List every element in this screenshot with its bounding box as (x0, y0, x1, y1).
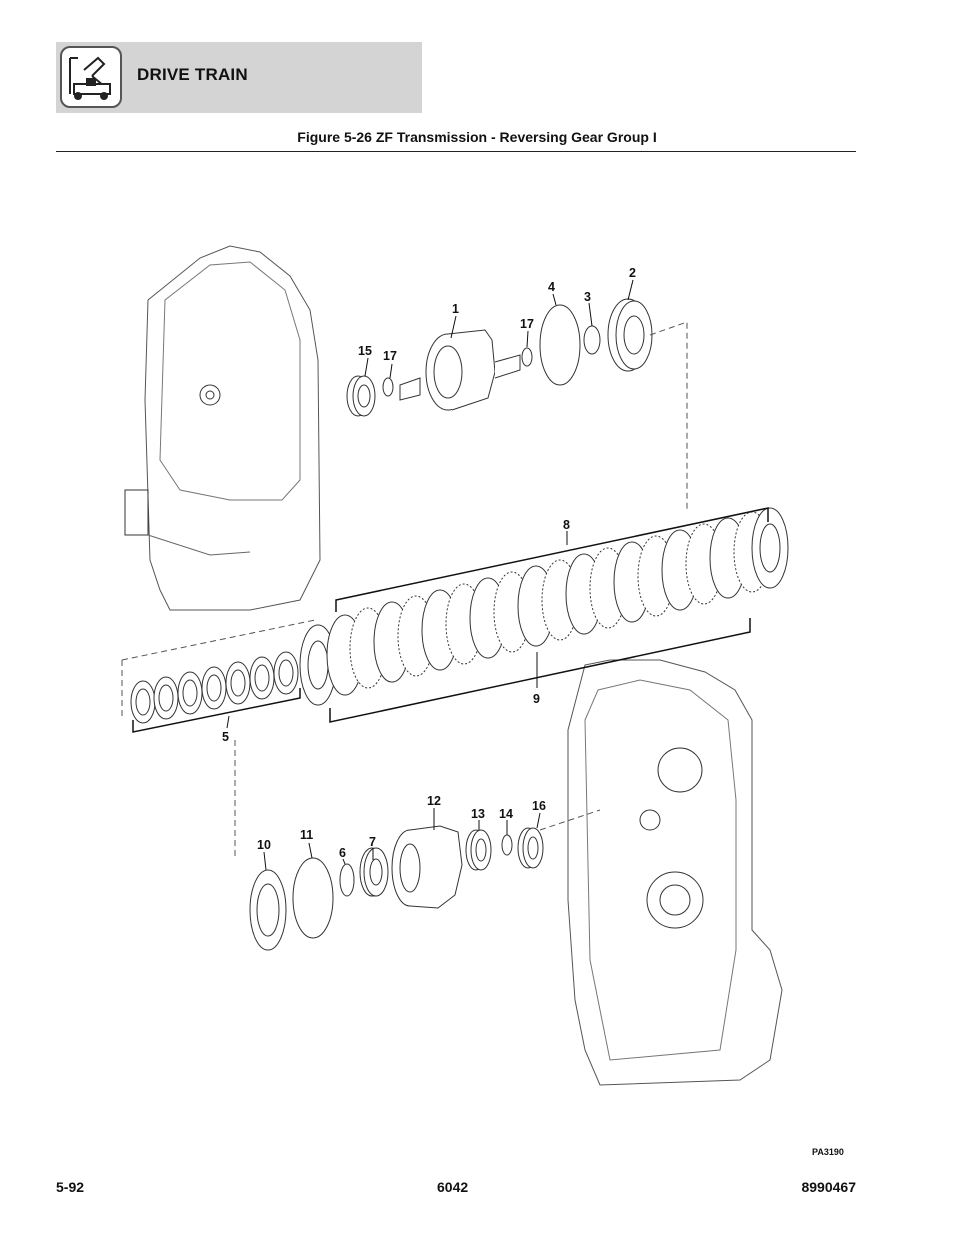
callout-8: 8 (563, 518, 570, 532)
title-divider (56, 151, 856, 152)
callout-7: 7 (369, 835, 376, 849)
transmission-housing-right (567, 659, 783, 1086)
transmission-housing-left (124, 245, 321, 611)
callout-14: 14 (499, 807, 513, 821)
callout-13: 13 (471, 807, 485, 821)
part-15-bearing (346, 375, 376, 417)
callout-3: 3 (584, 290, 591, 304)
manual-part-number: 8990467 (801, 1179, 856, 1195)
part-7-bearing (359, 847, 389, 897)
part-17-ring-right (521, 347, 533, 367)
callout-12: 12 (427, 794, 441, 808)
clutch-disc-stack (299, 507, 789, 723)
section-title: DRIVE TRAIN (137, 65, 248, 84)
callout-15: 15 (358, 344, 372, 358)
part-14-ring (501, 834, 513, 856)
figure-title: Figure 5-26 ZF Transmission - Reversing … (297, 129, 657, 145)
callout-9: 9 (533, 692, 540, 706)
callout-17-left: 17 (383, 349, 397, 363)
callout-6: 6 (339, 846, 346, 860)
callout-10: 10 (257, 838, 271, 852)
callout-4: 4 (548, 280, 555, 294)
callout-5: 5 (222, 730, 229, 744)
page-number: 5-92 (56, 1179, 85, 1195)
part-12-gear (391, 825, 463, 909)
callout-16: 16 (532, 799, 546, 813)
part-11-snap-ring (292, 857, 334, 939)
part-4-seal (539, 304, 581, 386)
figure-reference-code: PA3190 (812, 1147, 844, 1157)
part-16-bearing (517, 827, 544, 869)
part-17-ring-left (382, 377, 394, 397)
part-3-ring (583, 325, 601, 355)
model-number: 6042 (437, 1179, 469, 1195)
part-6-ring (339, 863, 355, 897)
part-5-shims (130, 651, 301, 733)
callout-17-right: 17 (520, 317, 534, 331)
callout-2: 2 (629, 266, 636, 280)
part-1-hub (399, 329, 521, 411)
part-10-disc (249, 869, 287, 951)
part-2-cover (607, 298, 653, 372)
machine-icon (60, 46, 122, 108)
callout-11: 11 (300, 828, 313, 842)
callout-1: 1 (452, 302, 459, 316)
part-13-bearing (465, 829, 492, 871)
